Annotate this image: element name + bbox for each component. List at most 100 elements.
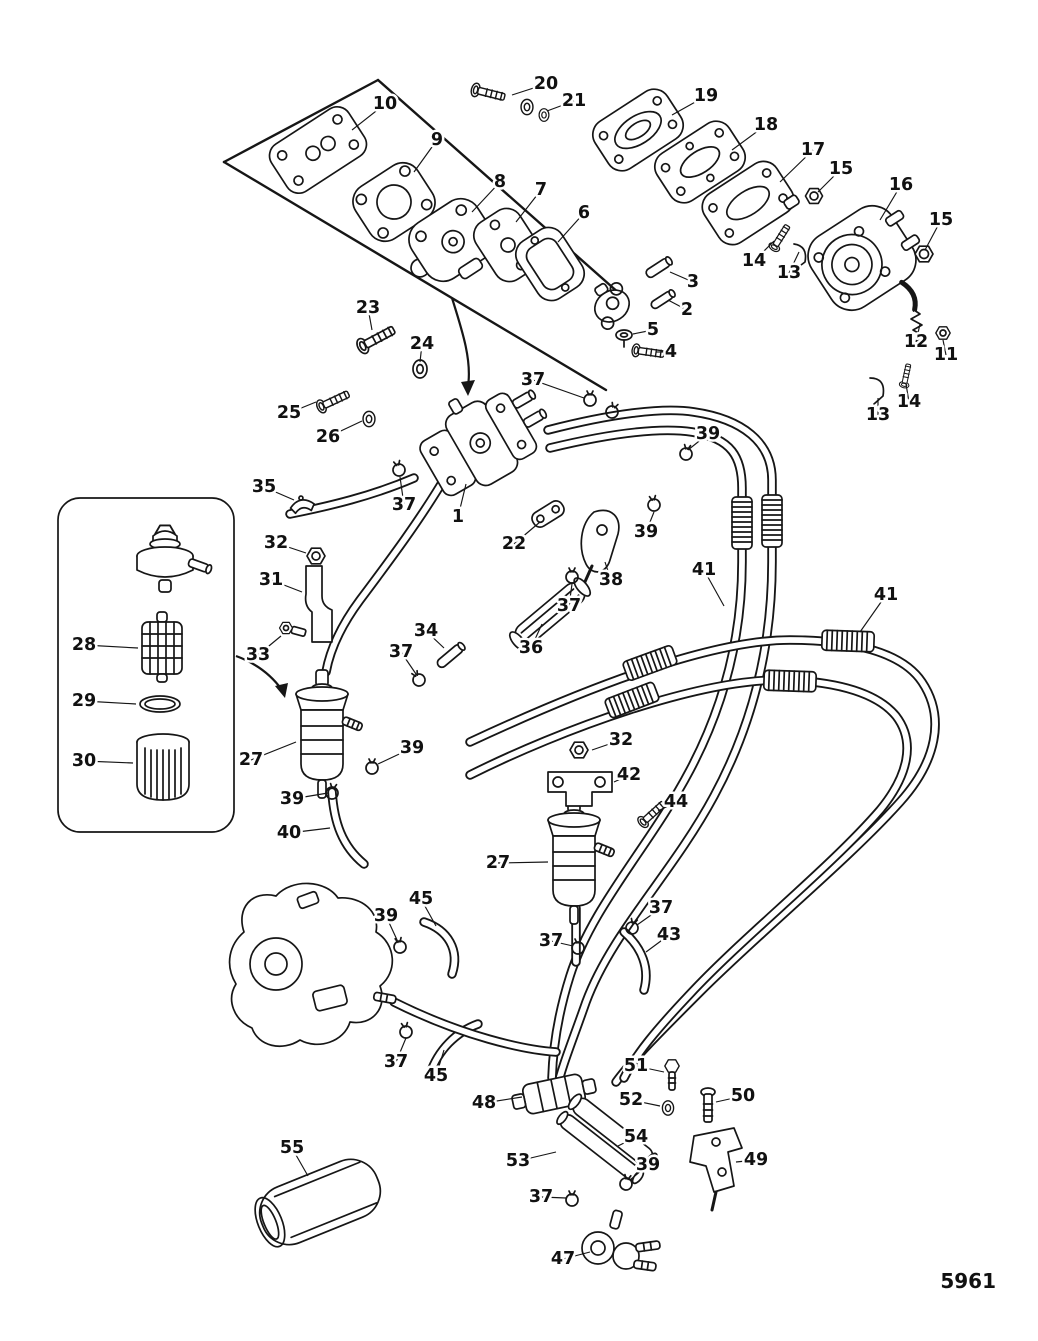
- leader-line-39: [687, 433, 709, 451]
- leader-line-32: [591, 739, 622, 751]
- part-callout-44: 44: [664, 792, 688, 812]
- leader-line-37: [540, 1196, 567, 1199]
- part-callout-35: 35: [252, 477, 276, 497]
- gasket-9: [352, 161, 436, 243]
- fuel-connector-47: [581, 1209, 661, 1272]
- tube-53-54: [556, 1093, 658, 1185]
- part-callout-24: 24: [410, 334, 434, 354]
- leader-line-49: [735, 1159, 757, 1163]
- leader-line-20: [511, 83, 547, 96]
- leader-line-19: [671, 95, 707, 116]
- part-callout-39: 39: [374, 906, 398, 926]
- part-callout-45: 45: [424, 1066, 448, 1086]
- leader-line-51: [635, 1065, 665, 1073]
- fuel-pump-1: [419, 389, 548, 497]
- part-callout-6: 6: [578, 203, 590, 223]
- leader-line-22: [513, 521, 541, 545]
- part-callout-37: 37: [389, 642, 413, 662]
- part-callout-20: 20: [534, 74, 558, 94]
- screw-23: [353, 321, 399, 357]
- leader-line-27: [497, 861, 549, 864]
- part-callout-32: 32: [264, 533, 288, 553]
- part-callout-32: 32: [609, 730, 633, 750]
- part-callout-37: 37: [529, 1187, 553, 1207]
- part-callout-27: 27: [239, 750, 263, 770]
- fuel-hose-41-c: [465, 635, 940, 1087]
- figure-number: 5961: [940, 1269, 996, 1293]
- leader-line-34: [425, 630, 445, 649]
- leader-line-29: [83, 700, 137, 705]
- screw-14: [766, 222, 794, 254]
- part-callout-48: 48: [472, 1093, 496, 1113]
- leader-line-37: [400, 651, 417, 675]
- part-callout-4: 4: [665, 342, 677, 362]
- part-callout-41: 41: [692, 560, 716, 580]
- leader-line-9: [413, 139, 438, 173]
- hose-45-upper: [419, 917, 460, 979]
- leader-line-2: [667, 299, 688, 311]
- part-callout-14: 14: [897, 392, 921, 412]
- check-valve-body: [593, 282, 631, 330]
- part-callout-3: 3: [687, 272, 699, 292]
- leader-line-23: [367, 307, 373, 331]
- nut-11: [935, 326, 951, 340]
- callout-leader-lines: [83, 83, 947, 1260]
- leader-line-37: [399, 476, 405, 506]
- hose-pump-left: [285, 473, 419, 519]
- part-callout-28: 28: [72, 635, 96, 655]
- leader-line-21: [546, 100, 575, 112]
- valve-5: [615, 329, 633, 348]
- part-callout-37: 37: [521, 370, 545, 390]
- leader-line-55: [291, 1147, 309, 1177]
- screw-25: [313, 386, 353, 416]
- leader-line-37: [636, 907, 662, 926]
- part-callout-42: 42: [617, 765, 641, 785]
- diaphragm-6: [514, 226, 586, 302]
- leader-line-18: [731, 124, 767, 151]
- cover-19: [591, 88, 685, 172]
- leader-line-39: [629, 1164, 649, 1181]
- screw-50: [700, 1087, 716, 1123]
- part-callout-37: 37: [539, 931, 563, 951]
- washer-26: [362, 410, 376, 428]
- leader-line-37: [532, 379, 585, 399]
- part-callout-39: 39: [634, 522, 658, 542]
- pin-2: [650, 288, 676, 310]
- fuel-hose-41-d: [465, 675, 912, 1083]
- part-callout-43: 43: [657, 925, 681, 945]
- leader-line-40: [288, 827, 331, 834]
- carburetor: [228, 882, 397, 1048]
- hose-45-lower: [425, 1019, 483, 1079]
- part-callout-13: 13: [777, 263, 801, 283]
- part-callout-37: 37: [557, 596, 581, 616]
- nut-15-right: [914, 245, 934, 263]
- filter-cap-assembly: [136, 524, 213, 593]
- part-callout-19: 19: [694, 86, 718, 106]
- leader-line-15: [924, 219, 942, 251]
- leader-line-42: [613, 774, 630, 783]
- filter-element-28: [141, 611, 183, 683]
- part-callout-15: 15: [829, 159, 853, 179]
- part-callout-38: 38: [599, 570, 623, 590]
- leader-line-24: [419, 343, 423, 363]
- part-callout-30: 30: [72, 751, 96, 771]
- part-callout-21: 21: [562, 91, 586, 111]
- leader-line-39: [291, 792, 329, 800]
- part-callout-5: 5: [647, 320, 659, 340]
- part-callout-12: 12: [904, 332, 928, 352]
- bracket-49: [689, 1127, 743, 1212]
- part-callout-55: 55: [280, 1138, 304, 1158]
- part-callout-36: 36: [519, 638, 543, 658]
- routing-arrow-top: [450, 297, 475, 396]
- washer-52: [661, 1100, 675, 1116]
- hose-pump-to-filter: [321, 471, 451, 677]
- part-callout-47: 47: [551, 1249, 575, 1269]
- part-callout-25: 25: [277, 403, 301, 423]
- part-callout-1: 1: [452, 507, 464, 527]
- nut-32-bracket: [569, 741, 589, 759]
- leader-line-35: [263, 486, 295, 501]
- leader-line-39: [377, 747, 413, 765]
- clip-13-lower: [869, 377, 885, 405]
- part-callout-11: 11: [934, 345, 958, 365]
- pump-base-8: [408, 197, 496, 283]
